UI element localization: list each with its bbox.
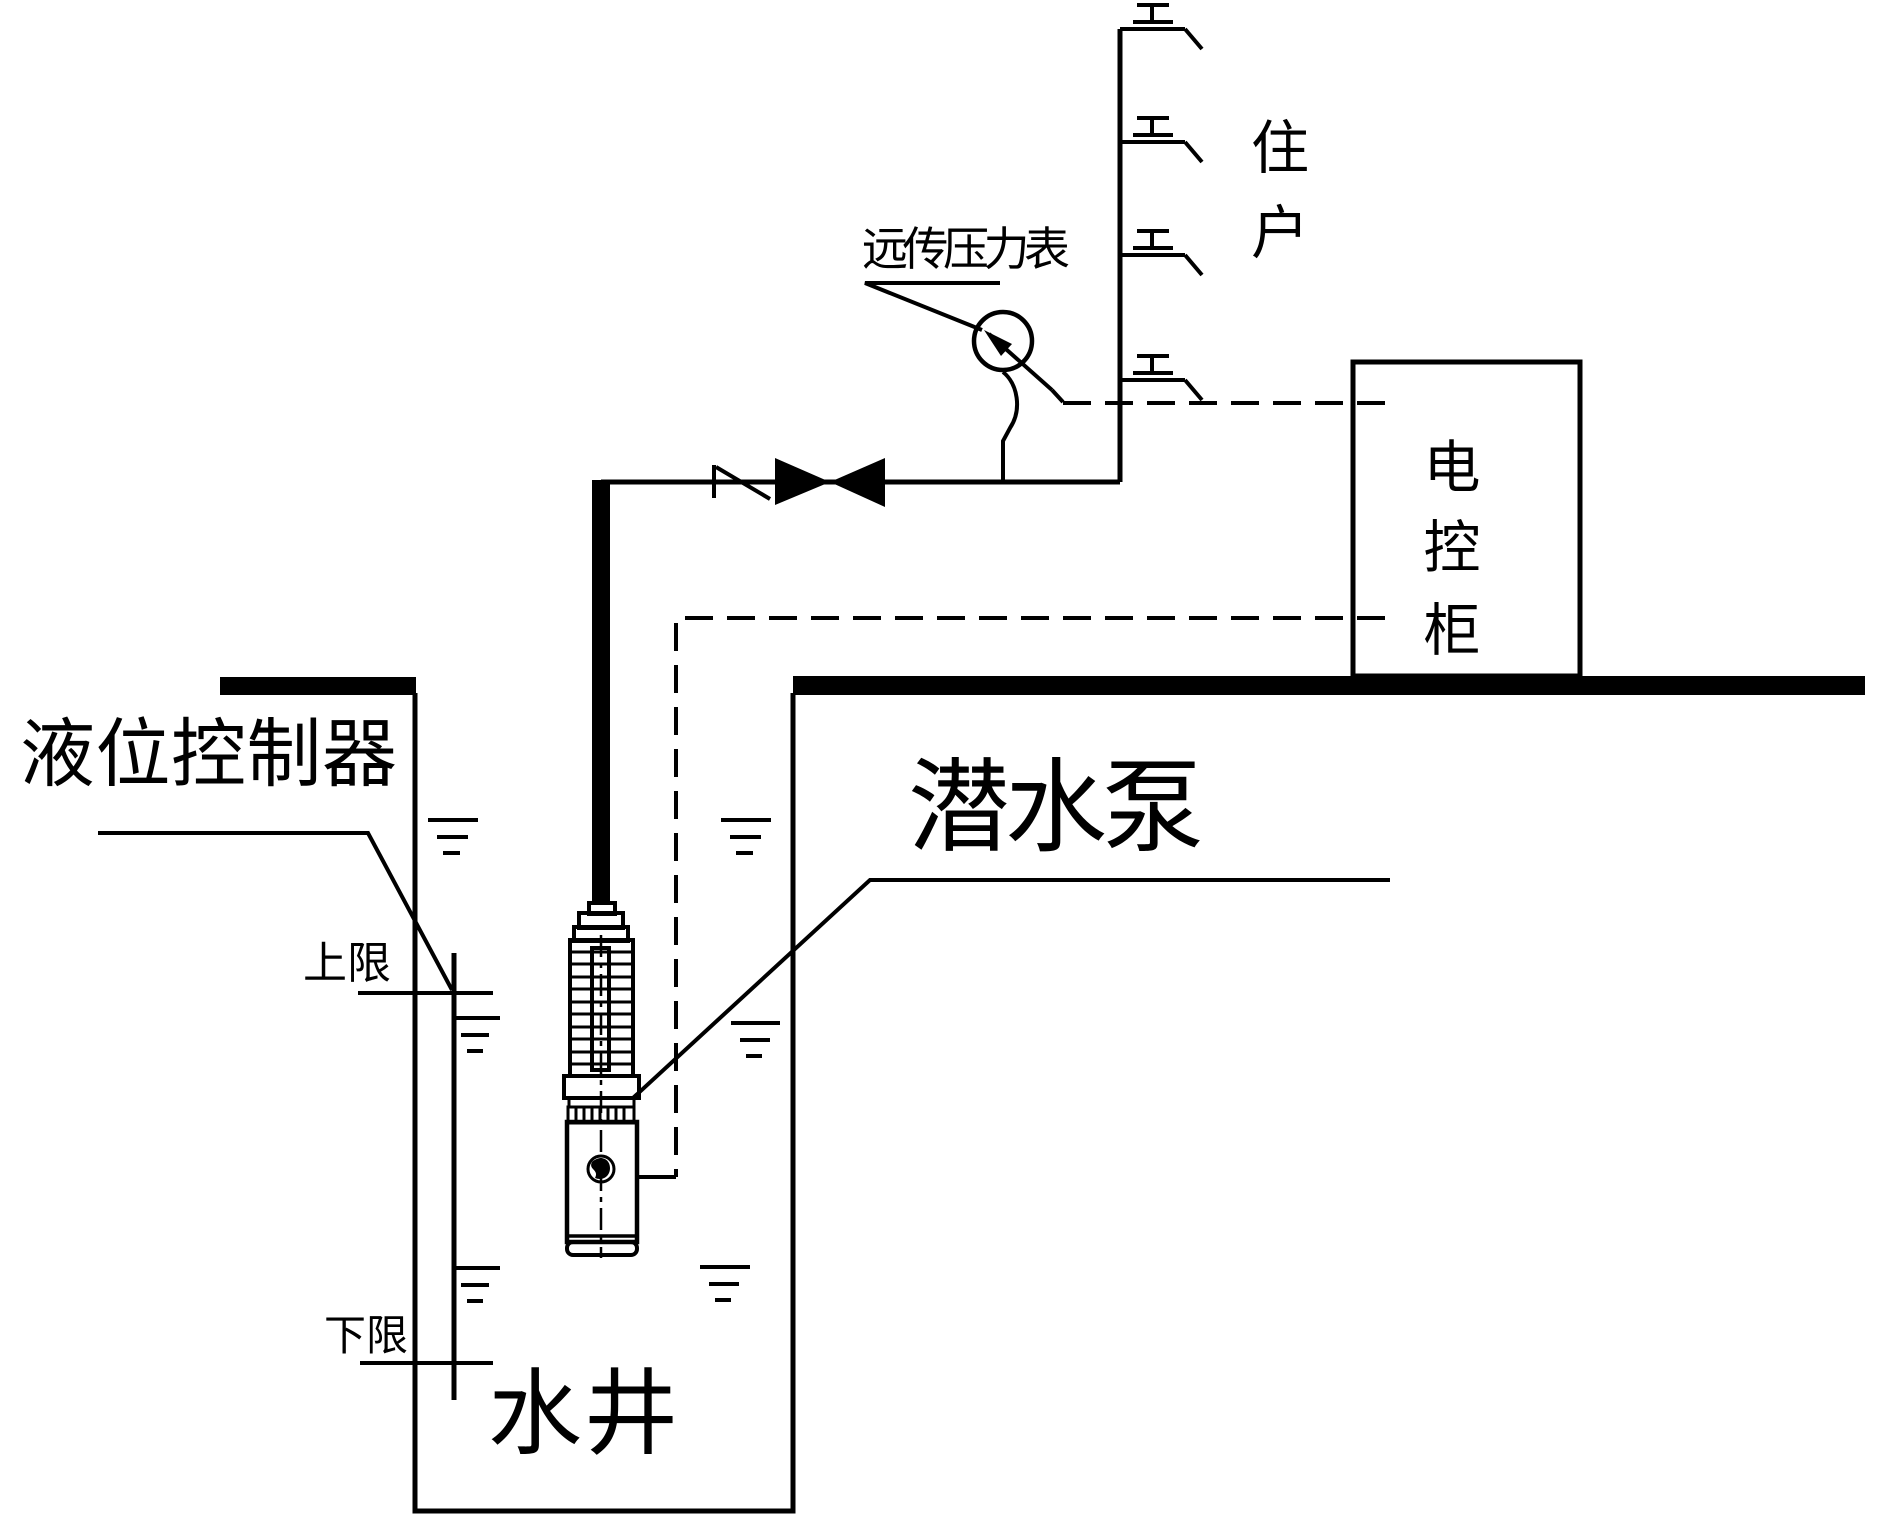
water-level-icon-right-top xyxy=(721,818,771,855)
cabinet-char-1: 电 xyxy=(1424,437,1481,500)
upper-limit-label: 上限 xyxy=(303,939,391,988)
level-controller-leader xyxy=(98,831,454,991)
drop-pipe xyxy=(592,480,610,905)
pressure-gauge-label: 远传压力表 xyxy=(862,224,1070,275)
water-level-icon-left-bottom xyxy=(453,1266,500,1303)
pump-power-dashed-line xyxy=(674,616,1385,1177)
pump-logo-mark xyxy=(591,1158,610,1179)
control-cabinet-box xyxy=(1350,359,1583,679)
submersible-pump-icon xyxy=(562,901,641,1258)
control-cabinet-label: 电 控 柜 xyxy=(1424,437,1481,663)
residents-char-1: 住 xyxy=(1251,116,1309,181)
ground-line-left xyxy=(220,677,416,695)
check-break-icon xyxy=(712,465,772,501)
water-level-icon-left-top xyxy=(428,818,478,855)
gauge-needle-arrowhead xyxy=(984,330,1012,356)
pump-ribs xyxy=(570,950,633,1066)
water-level-icon-left-mid xyxy=(452,1016,500,1053)
faucet-icon-1 xyxy=(1120,3,1204,51)
faucet-icon-4 xyxy=(1120,354,1204,402)
faucet-icon-3 xyxy=(1120,229,1204,277)
faucet-icon-2 xyxy=(1120,116,1204,164)
ground-line-right xyxy=(793,676,1865,695)
water-level-icon-right-bottom xyxy=(700,1265,750,1302)
well-outline xyxy=(412,693,796,1514)
lower-limit-label: 下限 xyxy=(324,1314,408,1360)
residents-label: 住 户 xyxy=(1251,116,1309,266)
submersible-pump-label: 潜水泵 xyxy=(908,753,1204,866)
residents-char-2: 户 xyxy=(1251,201,1309,266)
gauge-siphon-tube xyxy=(1001,370,1019,482)
pressure-gauge-icon xyxy=(971,309,1035,373)
level-controller-label: 液位控制器 xyxy=(20,714,397,797)
gate-valve-icon xyxy=(775,458,885,507)
cabinet-char-2: 控 xyxy=(1424,517,1481,580)
gauge-label-leader xyxy=(864,281,1000,332)
water-level-icon-right-mid xyxy=(731,1021,780,1058)
pump-label-leader xyxy=(631,878,1390,1100)
gauge-signal-connector xyxy=(1050,388,1065,404)
cabinet-char-3: 柜 xyxy=(1424,600,1481,663)
well-label: 水井 xyxy=(488,1363,678,1467)
